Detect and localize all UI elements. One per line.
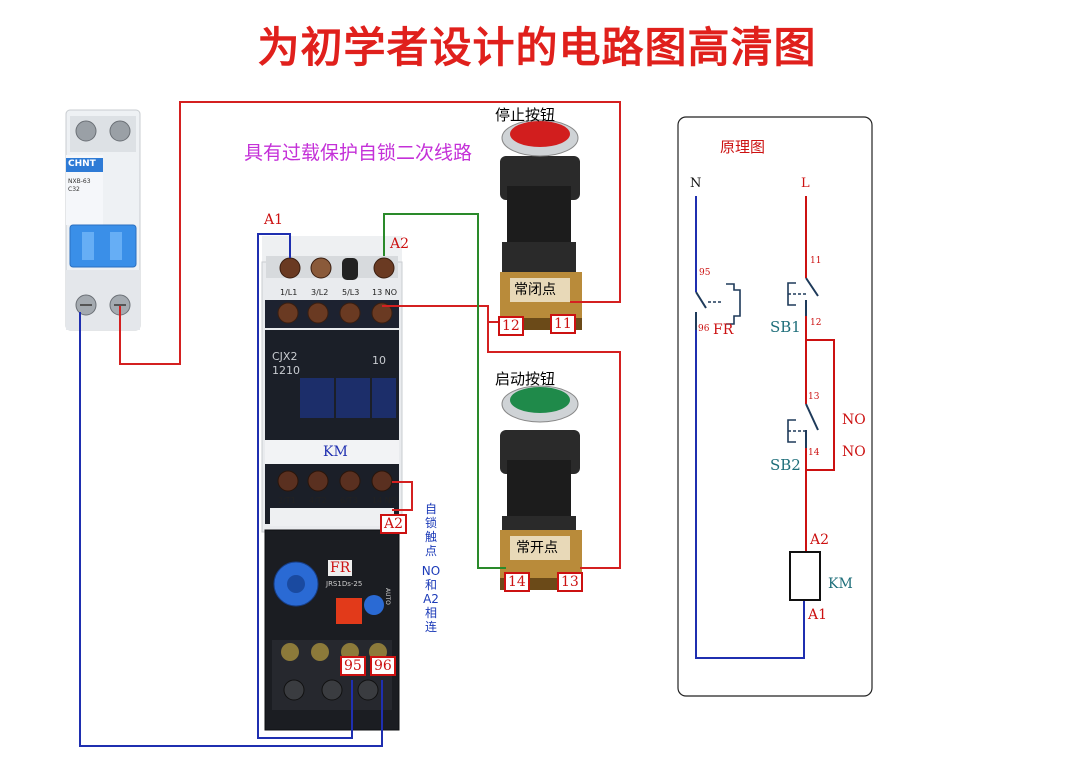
contactor-body [261,236,403,533]
schematic-coil-label: KM [828,576,853,592]
schematic-sb1-11: 11 [810,256,822,266]
wire-14no-to-a2 [392,481,413,511]
stop-button [500,119,582,330]
relay-auto-label: AUTO [384,588,391,605]
schematic-fr-96: 96 [698,324,710,334]
breaker-rating: C32 [68,186,80,193]
contactor-km-label: KM [323,444,348,460]
contactor-a2-label: A2 [390,236,410,252]
schematic-sb1-label: SB1 [770,318,801,336]
schematic-sb2-label: SB2 [770,456,801,474]
wire-a2-to-start14 [383,213,506,569]
relay-model: JRS1Ds-25 [326,580,363,588]
wire-l-to-stop-11 [119,101,621,365]
stop-terminal-12: 12 [498,316,524,336]
breaker-model: NXB-63 [68,178,91,185]
schematic-title: 原理图 [720,138,766,156]
terminal-6-t3: 6/T3 [340,496,358,505]
relay-terminal-95: 95 [340,656,366,676]
schematic-sb2-14: 14 [808,448,820,458]
start-terminal-13: 13 [557,572,583,592]
wires [79,101,621,747]
terminal-4-t2: 4/T2 [309,496,327,505]
schematic-no-label-2: NO [842,444,866,460]
schematic-l-label: L [801,176,810,191]
relay-fr-label: FR [328,560,353,576]
start-contact-label: 常开点 [516,540,558,556]
terminal-14-no: 14 NO [372,496,398,505]
start-terminal-14: 14 [504,572,530,592]
schematic-sb1-12: 12 [810,318,822,328]
contactor-model-line1: CJX2 [272,350,298,363]
schem-coil [789,551,821,601]
note-line-5: A2 [423,592,439,606]
terminal-3-l2: 3/L2 [311,288,329,297]
schematic-coil-a2: A2 [810,532,830,548]
terminal-13-no: 13 NO [372,288,398,297]
breaker-brand: CHNT [68,159,96,169]
note-line-3: NO [421,564,441,578]
note-line-1: 自锁 [424,502,437,530]
schematic-fr-95: 95 [699,268,711,278]
wire-n-to-96 [79,312,383,747]
terminal-1-l1: 1/L1 [280,288,298,297]
note-line-6: 相连 [424,606,437,634]
schematic-n-label: N [690,176,702,191]
schem-parallel [806,339,835,471]
self-lock-note: 自锁 触点 NO 和 A2 相连 [420,502,442,634]
relay-terminal-96: 96 [370,656,396,676]
schematic-no-label-1: NO [842,412,866,428]
stop-contact-label: 常闭点 [514,282,556,298]
contactor-model-line2: 1210 [272,364,300,377]
start-button [500,385,582,590]
diagram-subtitle: 具有过载保护自锁二次线路 [244,142,473,164]
schem-n-line-lower [695,330,805,659]
wire-a1-to-95 [257,233,353,739]
wire-stop12-to-13no [382,305,500,323]
wire-stop12-to-start13 [487,322,621,569]
schematic-coil-a1: A1 [808,607,828,623]
terminal-2-t1: 2/T1 [278,496,296,505]
aux-a2-box: A2 [380,514,408,534]
stop-terminal-11: 11 [550,314,576,334]
note-line-4: 和 [424,578,437,592]
page-title: 为初学者设计的电路图高清图 [257,23,817,72]
note-line-2: 触点 [424,530,437,558]
schematic-sb2-13: 13 [808,392,820,402]
schematic-panel [677,116,873,697]
circuit-breaker [65,109,141,331]
start-button-label: 启动按钮 [495,370,556,388]
contactor-rating: 10 [372,354,386,367]
schematic-fr-label: FR [713,322,734,338]
stop-button-label: 停止按钮 [495,106,556,124]
contactor-a1-label: A1 [264,212,284,228]
terminal-5-l3: 5/L3 [342,288,360,297]
